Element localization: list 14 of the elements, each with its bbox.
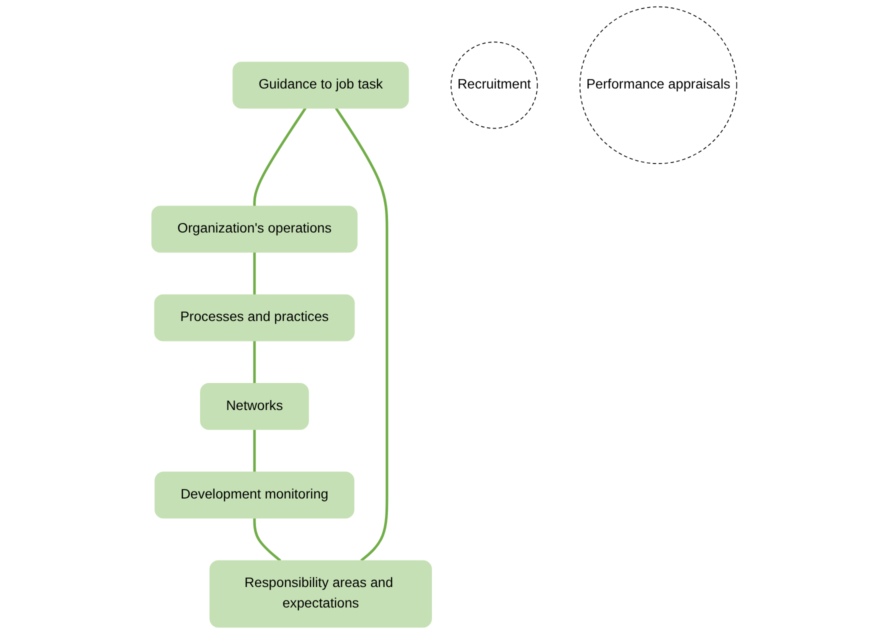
- node-box: Processes and practices: [154, 294, 354, 342]
- node-box: Guidance to job task: [232, 62, 409, 109]
- connector: [252, 429, 256, 472]
- node-box: Responsibility areas and expectations: [209, 560, 432, 628]
- connector: [252, 252, 256, 295]
- node-box: Networks: [200, 383, 309, 430]
- connector: [252, 340, 256, 384]
- node-circle: Performance appraisals: [579, 6, 737, 164]
- connector: [252, 518, 281, 562]
- connector: [334, 108, 388, 562]
- connector: [252, 108, 306, 206]
- node-circle: Recruitment: [450, 42, 538, 129]
- node-box: Organization's operations: [151, 206, 358, 253]
- node-box: Development monitoring: [154, 472, 354, 519]
